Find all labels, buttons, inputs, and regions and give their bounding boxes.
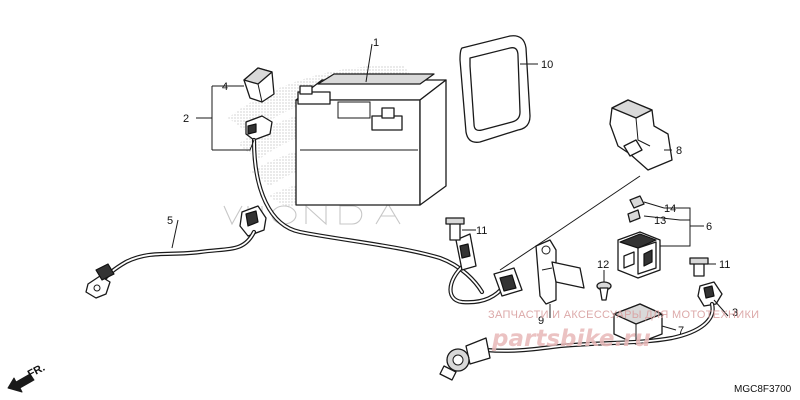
fuse-14 bbox=[629, 195, 645, 209]
callout-13: 13 bbox=[654, 215, 666, 227]
callout-11-right: 11 bbox=[719, 259, 730, 271]
front-label: FR. bbox=[26, 362, 47, 381]
starter-motor-cable bbox=[439, 281, 723, 381]
callout-11-left: 11 bbox=[476, 225, 487, 237]
callout-labels: 1 2 4 10 8 14 13 6 5 11 11 12 9 3 7 bbox=[167, 37, 738, 337]
front-arrow-icon bbox=[7, 373, 35, 393]
watermark-logo: partsbike.ru bbox=[491, 326, 651, 352]
callout-1: 1 bbox=[373, 37, 379, 49]
relay-bracket bbox=[535, 239, 585, 305]
callout-3: 3 bbox=[732, 307, 738, 319]
bolt-11-left bbox=[445, 217, 465, 241]
callout-12: 12 bbox=[597, 259, 609, 271]
battery-rubber-band bbox=[459, 35, 531, 143]
callout-5: 5 bbox=[167, 215, 173, 227]
terminal-cap bbox=[243, 67, 275, 103]
callout-6: 6 bbox=[706, 221, 712, 233]
starter-relay-cover bbox=[609, 99, 673, 171]
battery bbox=[295, 73, 447, 206]
front-direction-indicator: FR. bbox=[7, 362, 47, 393]
ground-cable bbox=[85, 205, 267, 299]
leader-lines bbox=[171, 43, 729, 331]
watermark-text: ЗАПЧАСТИ И АКСЕССУАРЫ ДЛЯ МОТОТЕХНИКИ bbox=[488, 309, 759, 321]
watermark: ЗАПЧАСТИ И АКСЕССУАРЫ ДЛЯ МОТОТЕХНИКИ pa… bbox=[488, 309, 759, 352]
negative-cable-terminal bbox=[245, 115, 273, 141]
callout-14: 14 bbox=[664, 203, 676, 215]
starter-relay bbox=[617, 231, 661, 279]
diagram-code: MGC8F3700 bbox=[734, 384, 792, 395]
callout-4: 4 bbox=[222, 81, 228, 93]
tapping-screw bbox=[596, 281, 612, 301]
callout-9: 9 bbox=[538, 315, 544, 327]
callout-8: 8 bbox=[676, 145, 682, 157]
bolt-11-right bbox=[689, 257, 709, 277]
relay-rubber-mount bbox=[613, 303, 663, 345]
fuse-13 bbox=[627, 209, 641, 223]
callout-7: 7 bbox=[678, 325, 684, 337]
callout-2: 2 bbox=[183, 113, 189, 125]
callout-10: 10 bbox=[541, 59, 553, 71]
relay-harness bbox=[448, 233, 523, 305]
